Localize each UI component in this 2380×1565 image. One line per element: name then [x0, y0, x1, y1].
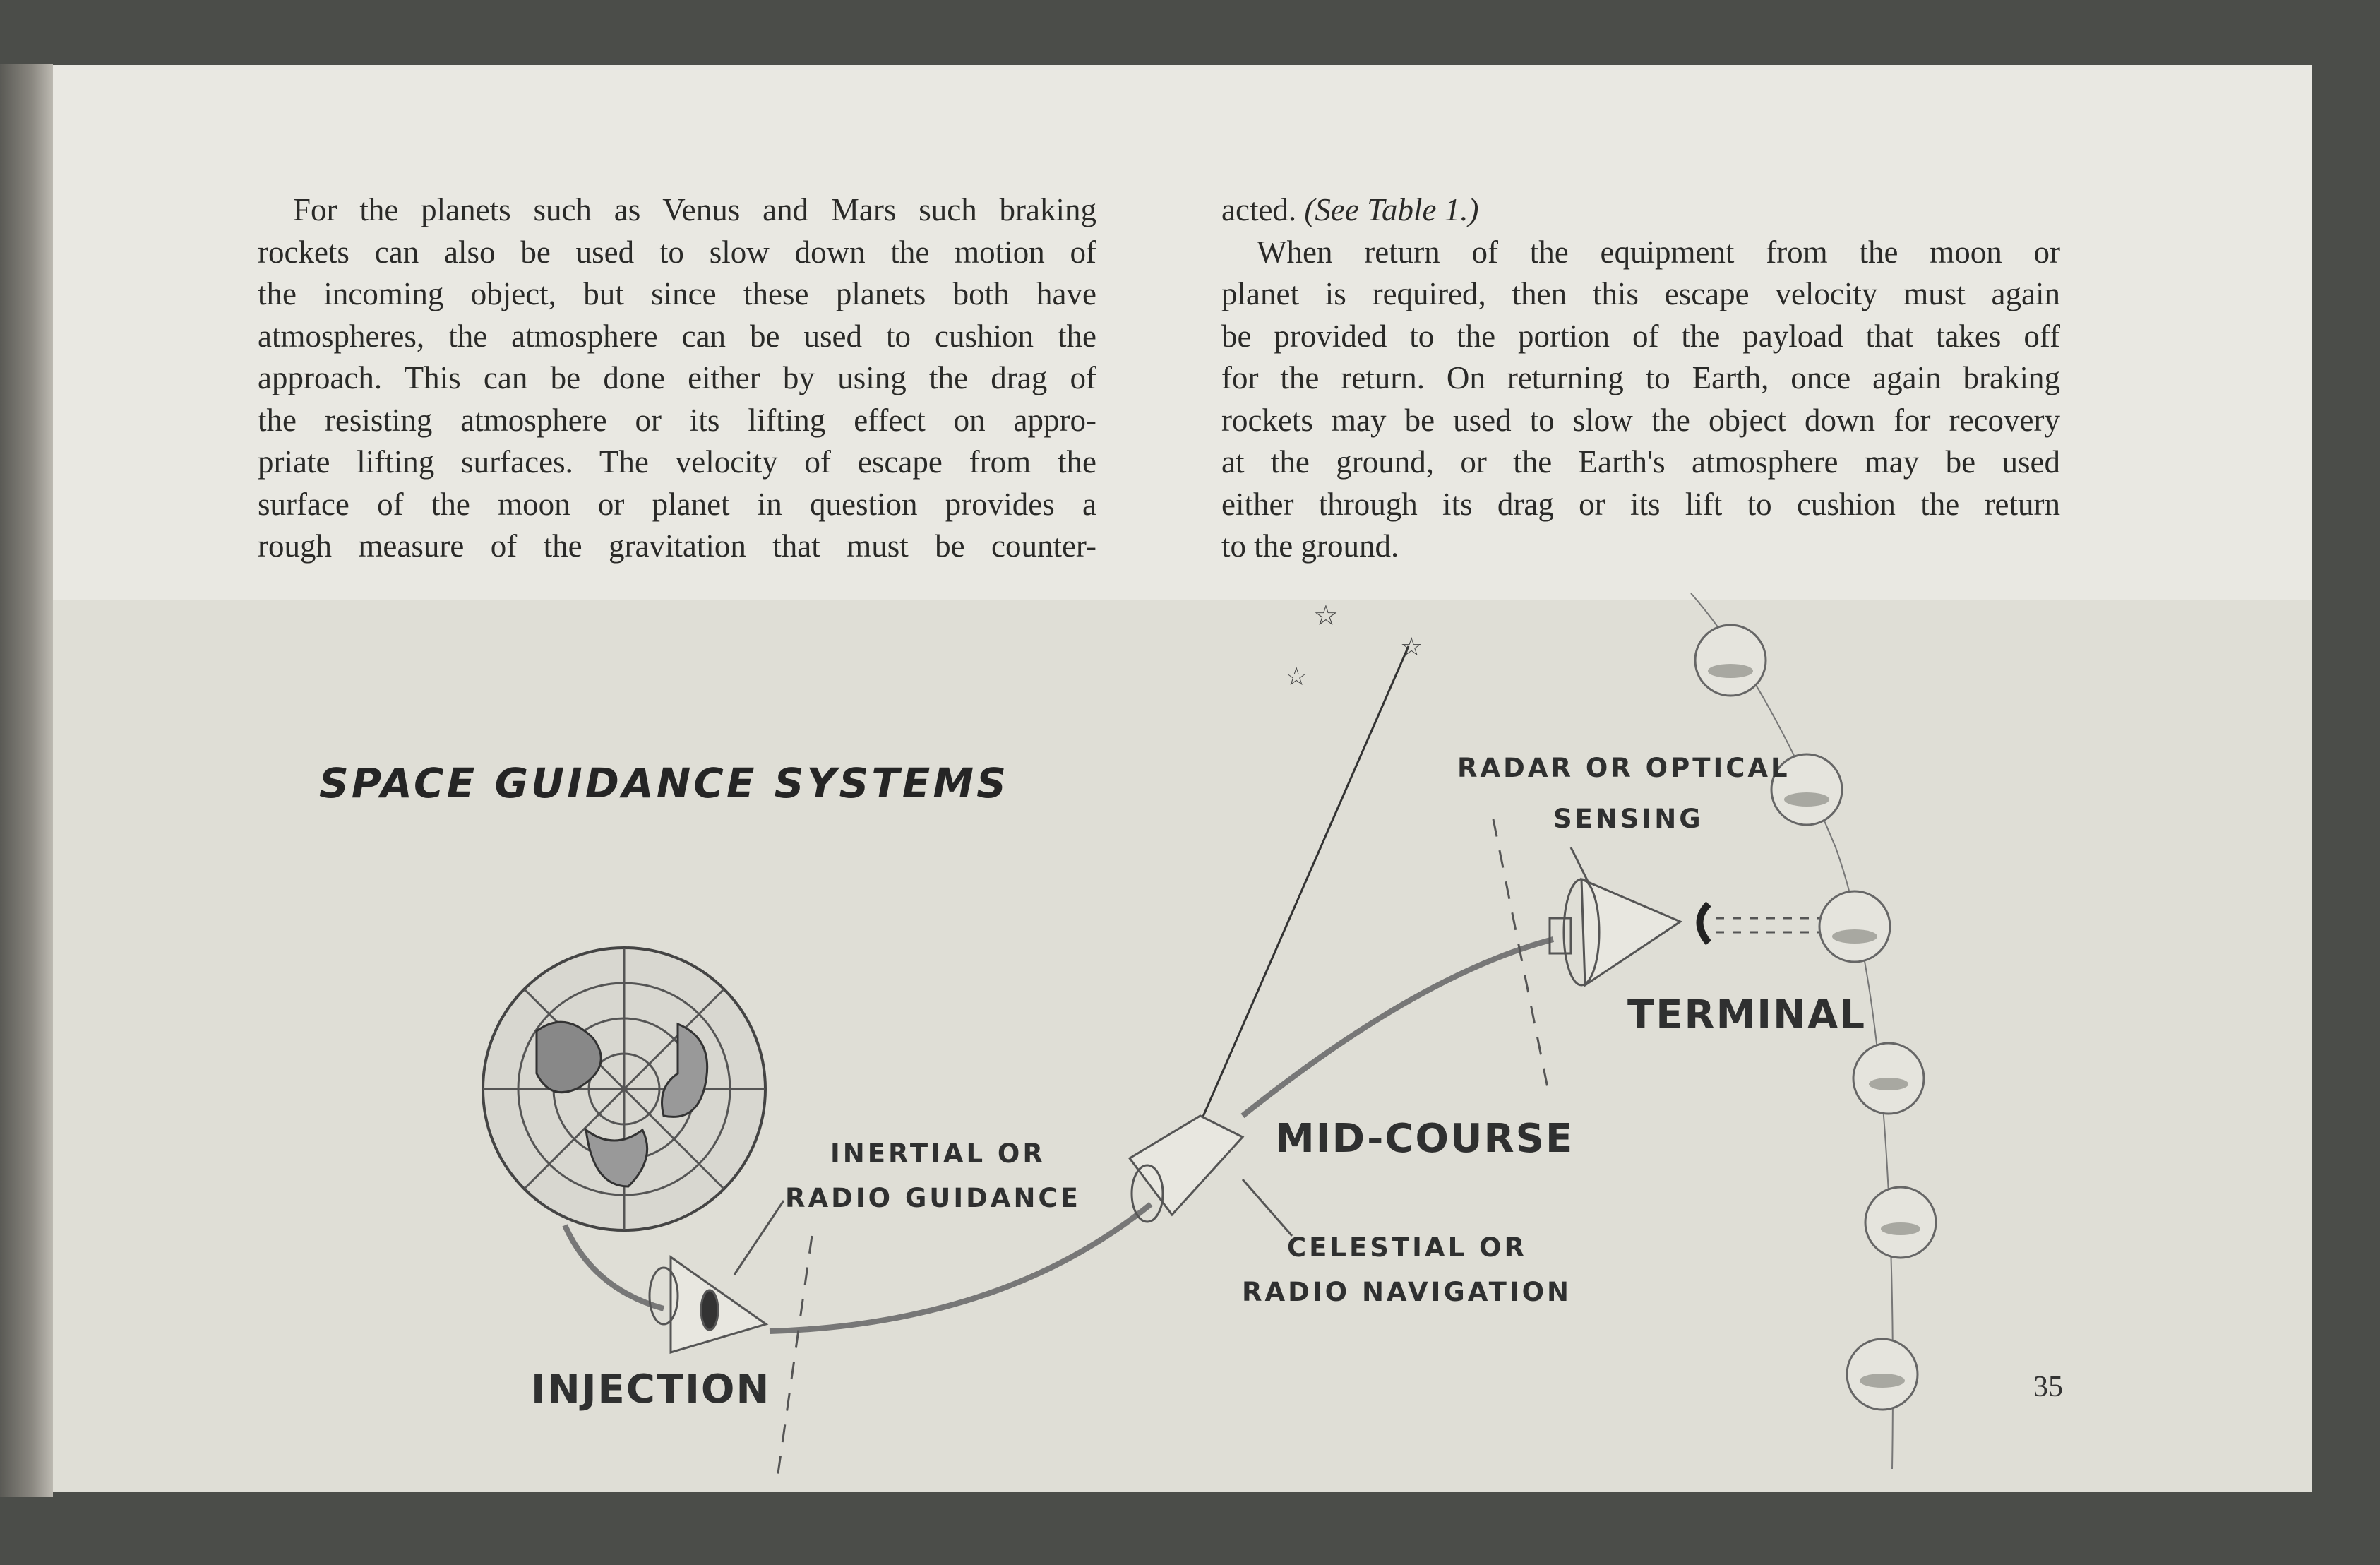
moon-shading [1708, 664, 1920, 1388]
pointer-arrow [1569, 847, 1590, 883]
celestial-label: CELESTIAL OR [1287, 1232, 1527, 1263]
star-icon: ☆ ☆ ☆ [1285, 600, 1423, 691]
text-line: to the ground. [1221, 528, 1399, 564]
right-text-column: acted. (See Table 1.) When return of the… [1221, 189, 2060, 568]
text-line: acted. (See Table 1.) [1221, 189, 2060, 232]
text-line: For the planets such as Venus and Mars s… [293, 192, 1096, 227]
svg-text:☆: ☆ [1285, 662, 1308, 691]
text-line: priate lifting surfaces. The velocity of… [258, 444, 1096, 480]
page-number: 35 [2033, 1371, 2063, 1403]
text-line: atmospheres, the atmosphere can be used … [258, 318, 1096, 354]
text-line: When return of the equipment from the mo… [1257, 234, 2060, 270]
svg-text:☆: ☆ [1400, 633, 1423, 661]
radio-guidance-label: RADIO GUIDANCE [785, 1183, 1081, 1213]
illustration-background [53, 600, 2312, 1492]
text-line: rough measure of the gravitation that mu… [258, 528, 1096, 564]
pointer-arrow [733, 1200, 785, 1275]
text-fragment: acted. [1221, 192, 1297, 227]
text-line: the resisting atmosphere or its lifting … [258, 402, 1096, 438]
radar-optical-label: RADAR OR OPTICAL [1457, 753, 1790, 783]
sensing-label: SENSING [1553, 804, 1704, 834]
text-line: either through its drag or its lift to c… [1221, 486, 2060, 522]
text-line: rockets may be used to slow the object d… [1221, 402, 2060, 438]
mid-course-label: MID-COURSE [1275, 1116, 1574, 1162]
text-line: at the ground, or the Earth's atmosphere… [1221, 444, 2060, 480]
phase-divider [775, 1235, 813, 1484]
trajectory-path [769, 1201, 1153, 1334]
pointer-arrow [1241, 1179, 1293, 1237]
phase-divider [1492, 819, 1551, 1099]
trajectory-path [562, 1224, 665, 1311]
text-line: approach. This can be done either by usi… [258, 360, 1096, 395]
trajectory-path [1240, 936, 1555, 1119]
diagram-title: SPACE GUIDANCE SYSTEMS [319, 759, 1009, 807]
text-line: for the return. On returning to Earth, o… [1221, 360, 2060, 395]
terminal-spacecraft-icon [1548, 877, 1843, 987]
text-line: planet is required, then this escape vel… [1221, 276, 2060, 311]
terminal-label: TERMINAL [1627, 992, 1867, 1038]
text-line: rockets can also be used to slow down th… [258, 234, 1096, 270]
inertial-label: INERTIAL OR [830, 1138, 1046, 1169]
text-line: the incoming object, but since these pla… [258, 276, 1096, 311]
star-sight-line [1199, 645, 1410, 1124]
left-text-column: For the planets such as Venus and Mars s… [258, 189, 1096, 568]
earth-globe-icon [482, 946, 767, 1232]
injection-label: INJECTION [531, 1367, 771, 1412]
table-reference: (See Table 1.) [1304, 192, 1479, 227]
midcourse-spacecraft-icon [1128, 1114, 1245, 1223]
text-line: surface of the moon or planet in questio… [258, 486, 1096, 522]
injection-spacecraft-icon [648, 1255, 769, 1355]
book-spine [0, 64, 53, 1497]
svg-text:☆: ☆ [1313, 600, 1339, 631]
radio-navigation-label: RADIO NAVIGATION [1242, 1277, 1572, 1307]
text-line: be provided to the portion of the payloa… [1221, 318, 2060, 354]
